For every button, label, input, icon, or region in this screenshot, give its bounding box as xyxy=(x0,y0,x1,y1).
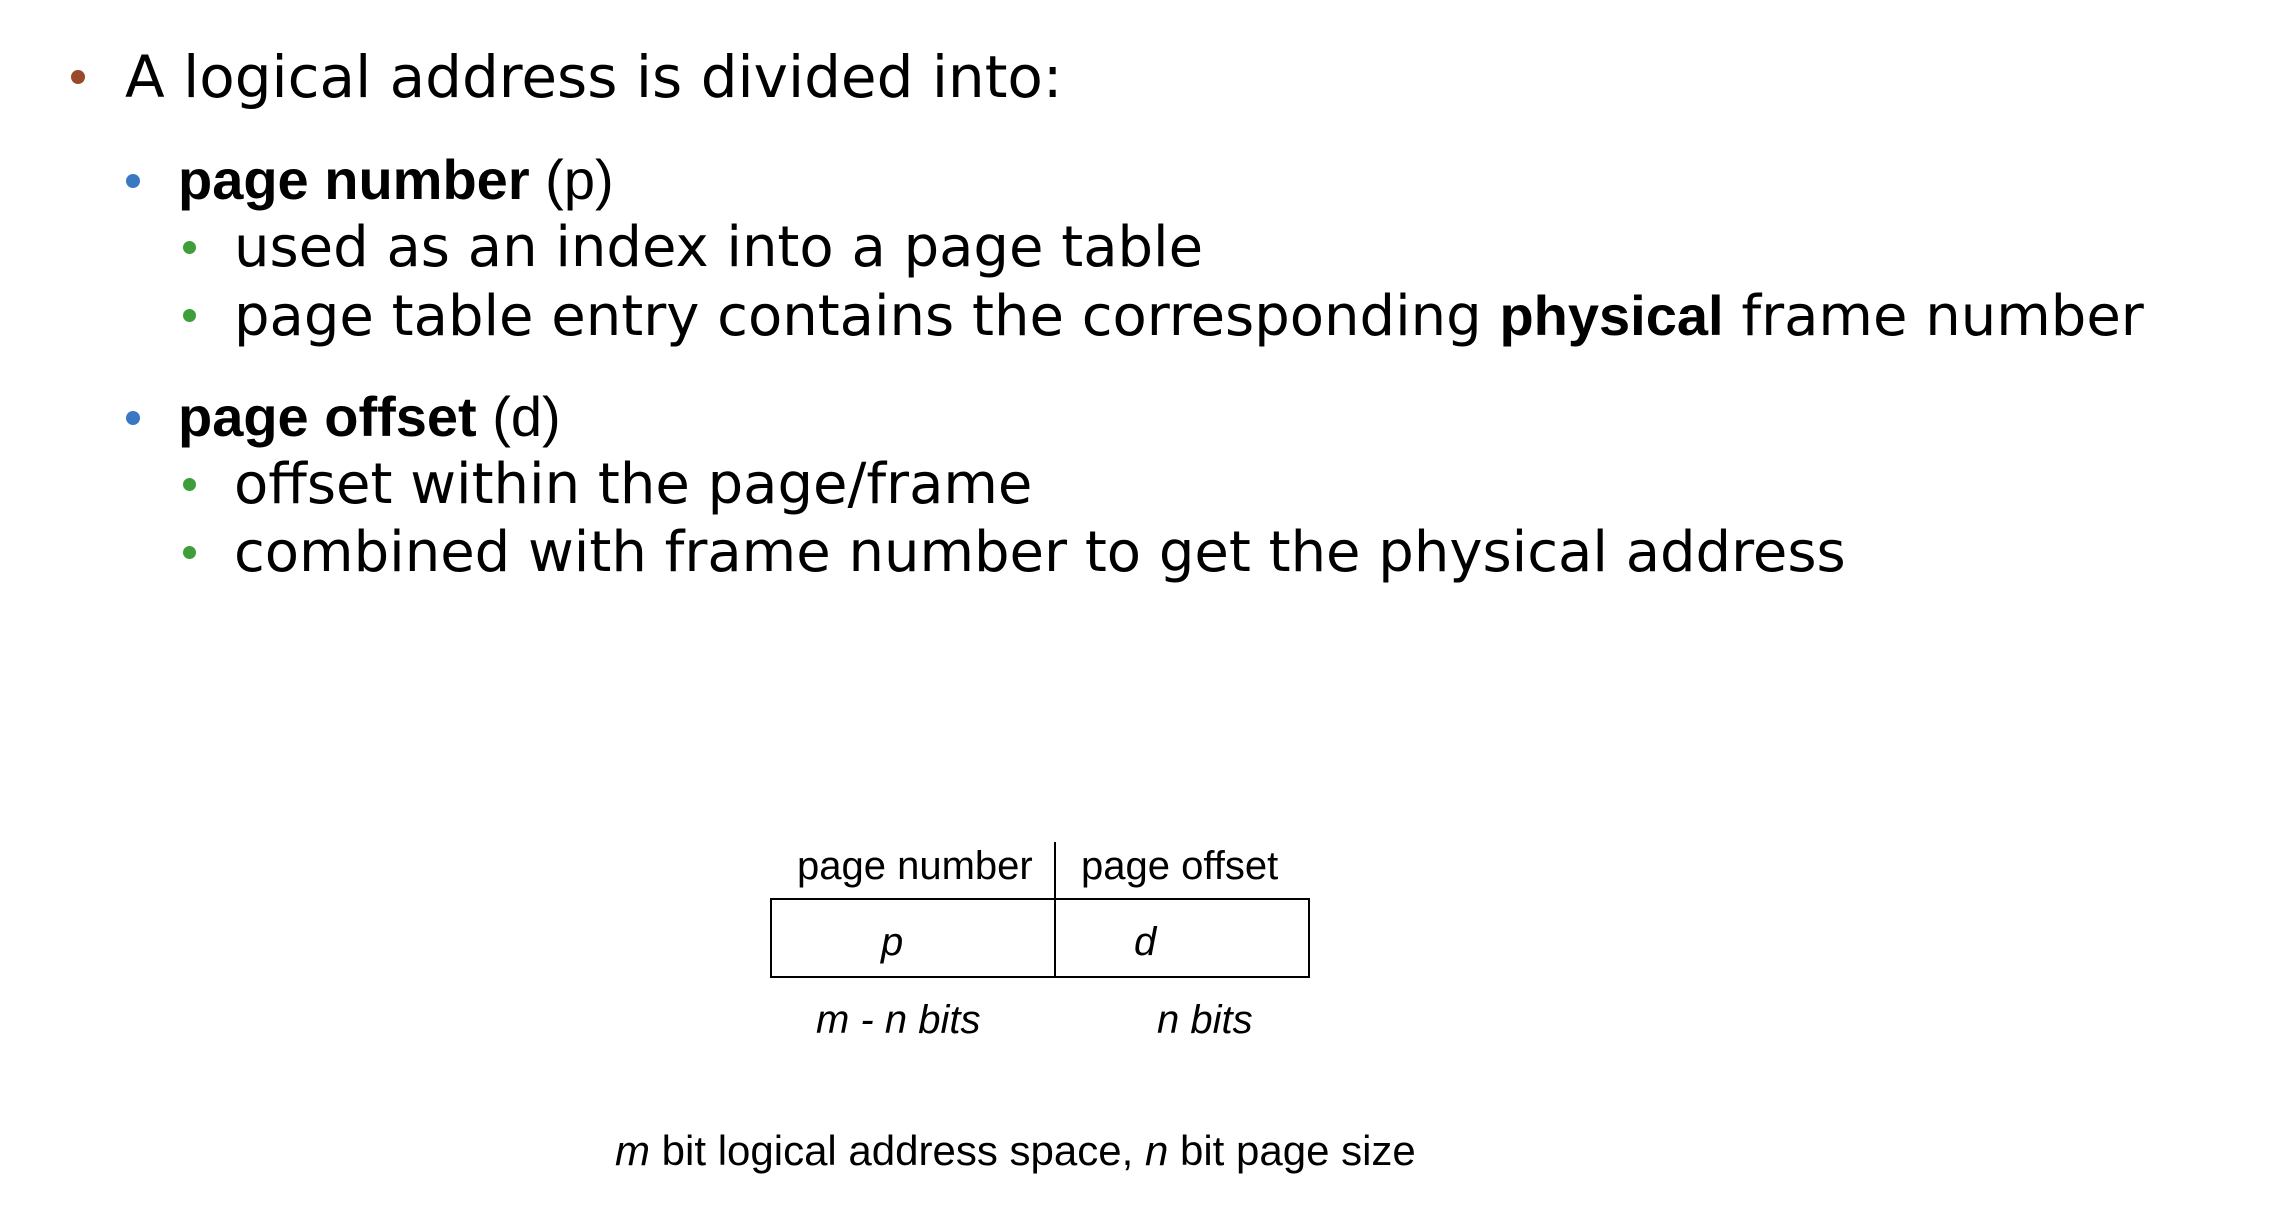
level1-bullet xyxy=(71,70,85,84)
detail-2-post: frame number xyxy=(1723,284,2144,349)
page-number-detail-1: used as an index into a page table xyxy=(234,215,1204,280)
header-page-number: page number xyxy=(797,844,1033,888)
header-page-offset: page offset xyxy=(1081,844,1279,888)
level3-bullet xyxy=(183,241,196,254)
address-box xyxy=(770,898,1310,978)
caption-end: bit page size xyxy=(1168,1127,1416,1174)
detail-2-bold: physical xyxy=(1499,284,1724,347)
level3-bullet xyxy=(183,309,196,322)
caption-n: n xyxy=(1144,1127,1169,1174)
page-offset-heading: page offset (d) xyxy=(178,389,561,446)
page-number-term: page number xyxy=(178,148,530,211)
header-divider xyxy=(1054,842,1056,978)
detail-2-pre: page table entry contains the correspond… xyxy=(234,284,1500,349)
cell-d: d xyxy=(1134,920,1157,964)
page-offset-detail-2: combined with frame number to get the ph… xyxy=(234,520,1846,585)
page-number-detail-2: page table entry contains the correspond… xyxy=(234,288,2144,345)
page-offset-term: page offset xyxy=(178,385,477,448)
page-number-symbol: (p) xyxy=(529,148,614,211)
page-offset-symbol: (d) xyxy=(476,385,561,448)
diagram-caption: m bit logical address space, n bit page … xyxy=(615,1130,1416,1172)
bits-right: n bits xyxy=(1157,998,1253,1042)
level3-bullet xyxy=(183,478,196,491)
caption-m: m xyxy=(615,1127,650,1174)
bits-left: m - n bits xyxy=(816,998,981,1042)
page-offset-detail-1: offset within the page/frame xyxy=(234,452,1033,517)
page-number-heading: page number (p) xyxy=(178,152,614,209)
caption-mid: bit logical address space, xyxy=(650,1127,1145,1174)
level2-bullet xyxy=(126,411,140,425)
cell-p: p xyxy=(881,920,904,964)
level3-bullet xyxy=(183,546,196,559)
level2-bullet xyxy=(126,174,140,188)
main-point: A logical address is divided into: xyxy=(125,43,1063,111)
